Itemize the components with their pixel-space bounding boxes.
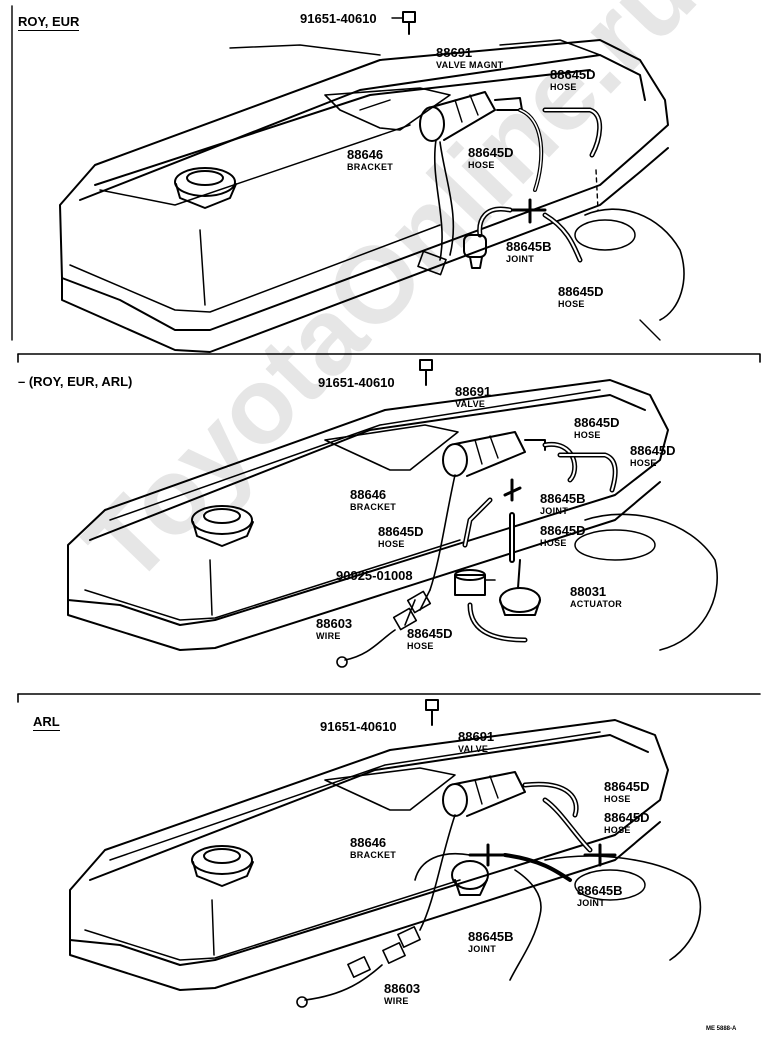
bracket-2 bbox=[324, 424, 459, 471]
valve-cover-outline-1 bbox=[59, 39, 669, 331]
label-hose5-2-name: HOSE bbox=[407, 641, 434, 651]
label-bolt-3: 91651-40610 bbox=[320, 719, 397, 734]
label-joint1-3-name: JOINT bbox=[577, 898, 606, 908]
label-valve-2-part: 88691 bbox=[455, 384, 492, 399]
label-valve-3-part: 88691 bbox=[458, 729, 495, 744]
label-valve-1-part: 88691 bbox=[436, 45, 473, 60]
label-joint-1-part: 88645B bbox=[506, 239, 552, 254]
label-joint-2-part: 88645B bbox=[540, 491, 586, 506]
label-bracket-2-part: 88646 bbox=[350, 487, 387, 502]
bolt-1 bbox=[402, 11, 416, 35]
hose-1b bbox=[542, 107, 603, 158]
label-hose4-2-part: 88645D bbox=[540, 523, 586, 538]
label-hose2-3-name: HOSE bbox=[604, 825, 631, 835]
oil-filler-cap-2 bbox=[191, 505, 253, 535]
label-joint-1-name: JOINT bbox=[506, 254, 535, 264]
label-hose2-3-part: 88645D bbox=[604, 810, 650, 825]
label-hose1-1-part: 88645D bbox=[550, 67, 596, 82]
actuator-2 bbox=[499, 587, 541, 613]
joint-2 bbox=[503, 478, 522, 502]
label-valve-3-name: VALVE bbox=[458, 744, 489, 754]
image-code: ME 5888-A bbox=[706, 1026, 737, 1032]
label-bracket-1-part: 88646 bbox=[347, 147, 384, 162]
label-hose1-2-part: 88645D bbox=[574, 415, 620, 430]
bolt-3 bbox=[425, 699, 439, 726]
label-hose5-2-part: 88645D bbox=[407, 626, 453, 641]
label-bolt-2: 91651-40610 bbox=[318, 375, 395, 390]
valve-wire-1 bbox=[433, 139, 443, 261]
label-joint2-3-part: 88645B bbox=[468, 929, 514, 944]
label-joint1-3-part: 88645B bbox=[577, 883, 623, 898]
filter-1 bbox=[477, 206, 513, 238]
section-1-header: ROY, EUR bbox=[18, 14, 80, 31]
label-hose2-1-name: HOSE bbox=[468, 160, 495, 170]
label-actuator-2-part: 88031 bbox=[570, 584, 607, 599]
label-hose4-2-name: HOSE bbox=[540, 538, 567, 548]
label-wire-3-part: 88603 bbox=[384, 981, 421, 996]
hose-2b bbox=[557, 452, 618, 493]
hose-2a bbox=[542, 442, 578, 483]
label-joint2-3-name: JOINT bbox=[468, 944, 497, 954]
joint-3a bbox=[468, 843, 507, 867]
section-1-drawing bbox=[59, 11, 685, 353]
label-hose2-1-part: 88645D bbox=[468, 145, 514, 160]
label-joint-2-name: JOINT bbox=[540, 506, 569, 516]
oil-filler-cap-3 bbox=[191, 845, 253, 875]
oil-filler-cap-1 bbox=[174, 167, 236, 197]
valve-wire-2 bbox=[429, 474, 456, 591]
label-bracket-2-name: BRACKET bbox=[350, 502, 397, 512]
hose-3a bbox=[522, 781, 579, 818]
valve-wire-3 bbox=[419, 814, 456, 931]
label-hose3-2-name: HOSE bbox=[378, 539, 405, 549]
label-valve-1-name: VALVE MAGNT bbox=[436, 60, 504, 70]
label-wire-3-name: WIRE bbox=[384, 996, 409, 1006]
label-hose3-1-name: HOSE bbox=[558, 299, 585, 309]
section-3-drawing bbox=[69, 699, 702, 1008]
label-bracket-3-part: 88646 bbox=[350, 835, 387, 850]
section-2-drawing bbox=[67, 359, 718, 668]
bolt-2 bbox=[419, 359, 433, 386]
label-hose1-1-name: HOSE bbox=[550, 82, 577, 92]
label-bolt-1: 91651-40610 bbox=[300, 11, 377, 26]
label-hose1-3-part: 88645D bbox=[604, 779, 650, 794]
label-hose3-2-part: 88645D bbox=[378, 524, 424, 539]
vsv-valve-3 bbox=[442, 783, 468, 817]
valve-cover-outline-2 bbox=[67, 379, 669, 626]
label-bracket-3-name: BRACKET bbox=[350, 850, 397, 860]
label-wire-2-part: 88603 bbox=[316, 616, 353, 631]
joint-1 bbox=[508, 198, 547, 224]
joint-3b bbox=[583, 843, 617, 867]
label-hose2-2-part: 88645D bbox=[630, 443, 676, 458]
label-actuator-2-name: ACTUATOR bbox=[570, 599, 623, 609]
section-2-header: – (ROY, EUR, ARL) bbox=[18, 374, 133, 389]
bracket-1 bbox=[324, 87, 451, 131]
bracket-3 bbox=[324, 767, 456, 811]
label-hose2-2-name: HOSE bbox=[630, 458, 657, 468]
label-wire-2-name: WIRE bbox=[316, 631, 341, 641]
valve-cover-outline-3 bbox=[69, 719, 669, 966]
actuator-3 bbox=[451, 860, 489, 890]
vsv-valve-2 bbox=[442, 443, 468, 477]
label-valve-2-name: VALVE bbox=[455, 399, 486, 409]
label-bracket-1-name: BRACKET bbox=[347, 162, 394, 172]
label-vsv-2: 90925-01008 bbox=[336, 568, 413, 583]
label-hose1-2-name: HOSE bbox=[574, 430, 601, 440]
label-hose1-3-name: HOSE bbox=[604, 794, 631, 804]
vsv-valve-1 bbox=[419, 106, 445, 142]
section-3-header: ARL bbox=[33, 714, 60, 731]
vsv-body-2 bbox=[454, 574, 486, 596]
hose-2e bbox=[467, 602, 528, 643]
label-hose3-1-part: 88645D bbox=[558, 284, 604, 299]
